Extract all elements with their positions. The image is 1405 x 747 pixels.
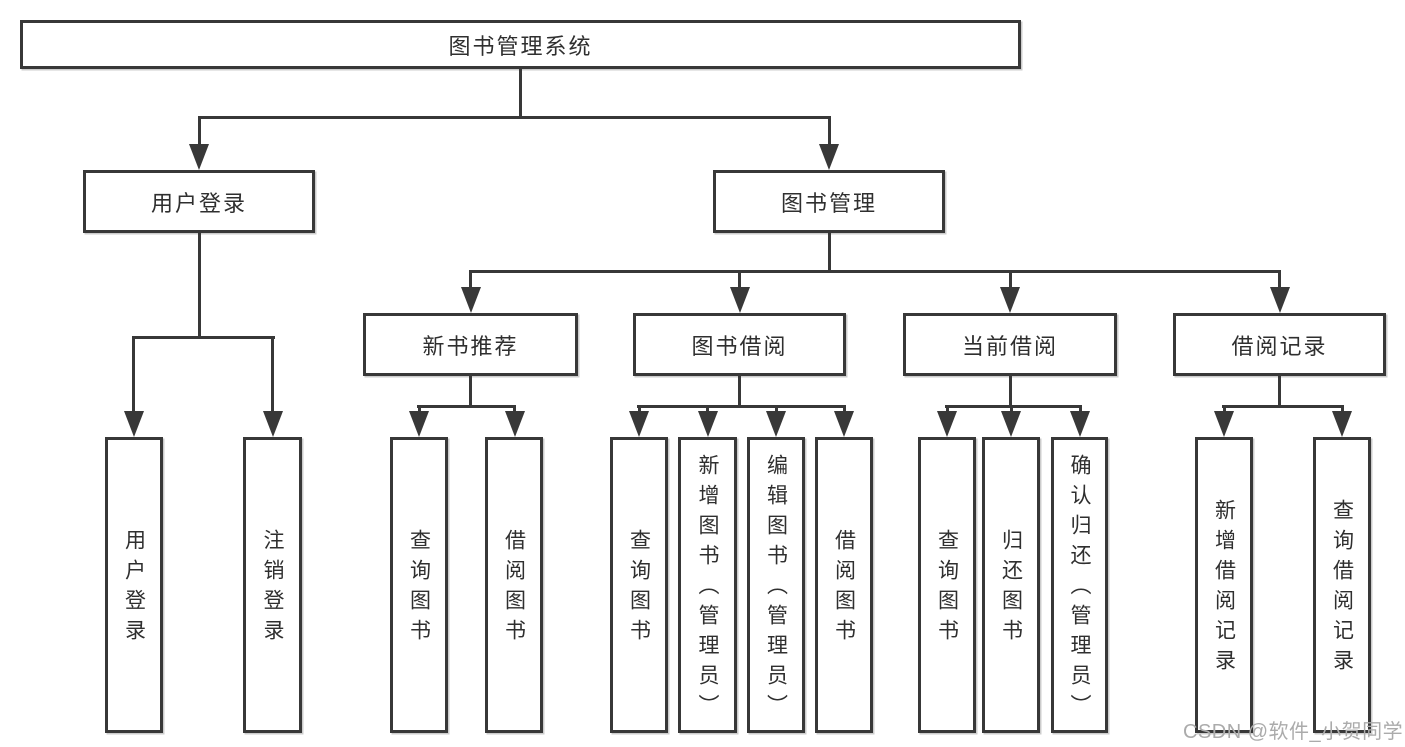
connector-leaf-drop <box>706 405 709 414</box>
connector-records-stem <box>1278 376 1281 407</box>
arrow-down-icon <box>766 411 786 437</box>
connector-recommend-stem <box>469 376 472 407</box>
connector-level2-drop <box>469 270 472 292</box>
connector-leaf-drop <box>418 405 421 414</box>
arrow-down-icon <box>629 411 649 437</box>
connector-level1-bus <box>198 116 831 119</box>
watermark: CSDN @软件_小贺同学 <box>1183 721 1404 743</box>
connector-user-login-drop <box>198 116 201 148</box>
arrow-down-icon <box>937 411 957 437</box>
arrow-down-icon <box>1332 411 1352 437</box>
connector-borrow-stem <box>738 376 741 407</box>
connector-leaf-drop <box>1223 405 1226 414</box>
connector-user-login-stem <box>198 233 201 338</box>
leaf-records-query-record: 查询借阅记录 <box>1313 437 1371 733</box>
arrow-down-icon <box>124 411 144 437</box>
leaf-records-add-record: 新增借阅记录 <box>1195 437 1253 733</box>
leaf-borrow-edit-books-admin: 编辑图书（管理员） <box>747 437 805 733</box>
connector-borrow-bus <box>637 405 845 408</box>
connector-leaf-drop <box>513 405 516 414</box>
arrow-down-icon <box>1001 411 1021 437</box>
connector-user-login-bus <box>132 336 275 339</box>
node-user-login: 用户登录 <box>83 170 315 233</box>
arrow-down-icon <box>409 411 429 437</box>
leaf-borrow-borrow-books: 借阅图书 <box>815 437 873 733</box>
connector-leaf-drop <box>946 405 949 414</box>
connector-level2-drop <box>1278 270 1281 292</box>
connector-recommend-bus <box>417 405 516 408</box>
arrow-down-icon <box>189 144 209 170</box>
connector-leaf-drop <box>132 336 135 414</box>
connector-book-mgmt-stem <box>828 233 831 272</box>
leaf-borrow-query-books: 查询图书 <box>610 437 668 733</box>
node-borrow-records: 借阅记录 <box>1173 313 1386 376</box>
leaf-user-login: 用户登录 <box>105 437 163 733</box>
arrow-down-icon <box>461 287 481 313</box>
connector-level2-drop <box>1009 270 1012 292</box>
node-book-management: 图书管理 <box>713 170 945 233</box>
leaf-recommend-borrow-books: 借阅图书 <box>485 437 543 733</box>
leaf-borrow-add-books-admin: 新增图书（管理员） <box>678 437 737 733</box>
arrow-down-icon <box>1270 287 1290 313</box>
connector-leaf-drop <box>271 336 274 414</box>
connector-leaf-drop <box>1010 405 1013 414</box>
leaf-current-confirm-return-admin: 确认归还（管理员） <box>1051 437 1108 733</box>
leaf-current-return-books: 归还图书 <box>982 437 1040 733</box>
connector-leaf-drop <box>638 405 641 414</box>
connector-root-stem <box>519 69 522 119</box>
node-new-book-recommend: 新书推荐 <box>363 313 578 376</box>
arrow-down-icon <box>698 411 718 437</box>
leaf-logout: 注销登录 <box>243 437 302 733</box>
connector-book-mgmt-drop <box>828 116 831 148</box>
node-root: 图书管理系统 <box>20 20 1021 69</box>
arrow-down-icon <box>1214 411 1234 437</box>
connector-leaf-drop <box>1341 405 1344 414</box>
connector-leaf-drop <box>1079 405 1082 414</box>
leaf-current-query-books: 查询图书 <box>918 437 976 733</box>
node-book-borrow: 图书借阅 <box>633 313 846 376</box>
connector-records-bus <box>1222 405 1344 408</box>
arrow-down-icon <box>730 287 750 313</box>
arrow-down-icon <box>263 411 283 437</box>
node-current-borrow: 当前借阅 <box>903 313 1117 376</box>
connector-current-bus <box>945 405 1082 408</box>
arrow-down-icon <box>1070 411 1090 437</box>
leaf-recommend-query-books: 查询图书 <box>390 437 448 733</box>
arrow-down-icon <box>834 411 854 437</box>
connector-current-stem <box>1009 376 1012 407</box>
connector-leaf-drop <box>775 405 778 414</box>
connector-level2-drop <box>738 270 741 292</box>
connector-leaf-drop <box>843 405 846 414</box>
arrow-down-icon <box>1000 287 1020 313</box>
arrow-down-icon <box>819 144 839 170</box>
arrow-down-icon <box>505 411 525 437</box>
connector-level2-bus <box>469 270 1281 273</box>
